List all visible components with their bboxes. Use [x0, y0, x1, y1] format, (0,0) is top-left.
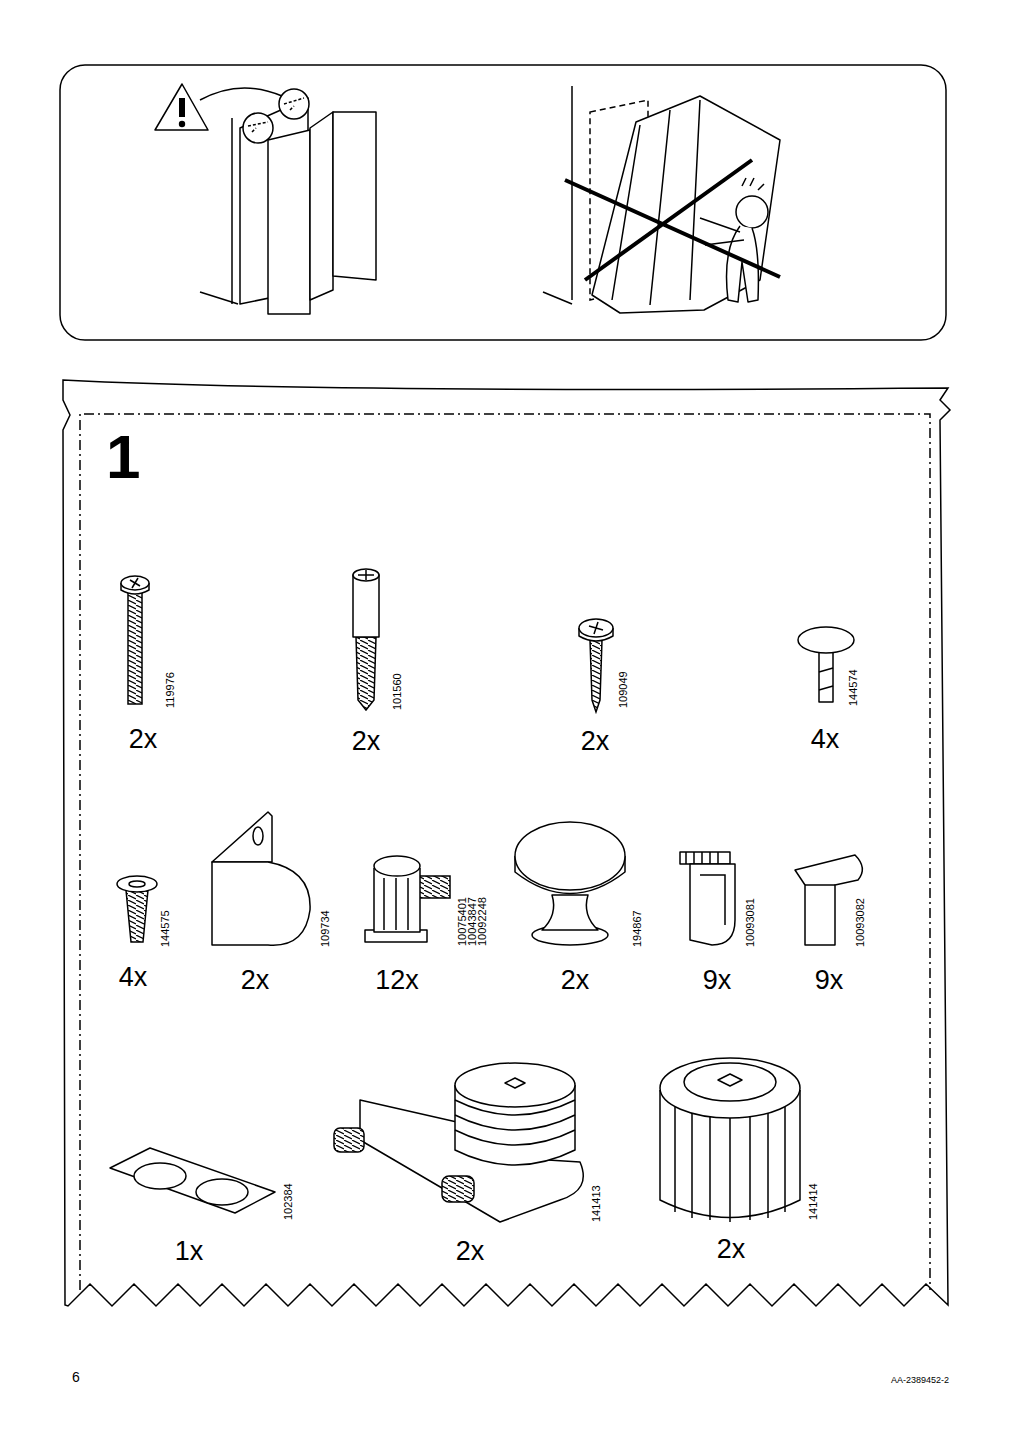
page-number: 6: [72, 1370, 80, 1384]
part-number: 10093081: [745, 898, 756, 947]
part-number: 109734: [320, 910, 331, 947]
quantity: 1x: [175, 1238, 204, 1265]
quantity: 4x: [119, 964, 148, 991]
step-panel: [63, 380, 950, 1306]
quantity: 2x: [717, 1236, 746, 1263]
step-number: 1: [106, 426, 140, 488]
quantity: 9x: [703, 967, 732, 994]
quantity: 2x: [129, 726, 158, 753]
part-number: 102384: [283, 1183, 294, 1220]
quantity: 2x: [456, 1238, 485, 1265]
part-number: 141414: [808, 1183, 819, 1220]
part-number: 10093082: [855, 898, 866, 947]
part-number: 101560: [392, 673, 403, 710]
quantity: 2x: [581, 728, 610, 755]
part-number: 144574: [848, 669, 859, 706]
part-number: 144575: [160, 910, 171, 947]
part-number: 109049: [618, 671, 629, 708]
warning-panel: [60, 65, 946, 340]
quantity: 2x: [561, 967, 590, 994]
quantity: 12x: [375, 967, 419, 994]
quantity: 2x: [241, 967, 270, 994]
part-number: 141413: [591, 1185, 602, 1222]
part-number: 119976: [165, 672, 176, 708]
quantity: 2x: [352, 728, 381, 755]
quantity: 9x: [815, 967, 844, 994]
part-number: 10092248: [477, 897, 488, 946]
cut-line: [80, 414, 930, 1290]
part-number: 194867: [632, 910, 643, 947]
quantity: 4x: [811, 726, 840, 753]
document-code: AA-2389452-2: [891, 1376, 949, 1385]
parts: [110, 569, 862, 1222]
